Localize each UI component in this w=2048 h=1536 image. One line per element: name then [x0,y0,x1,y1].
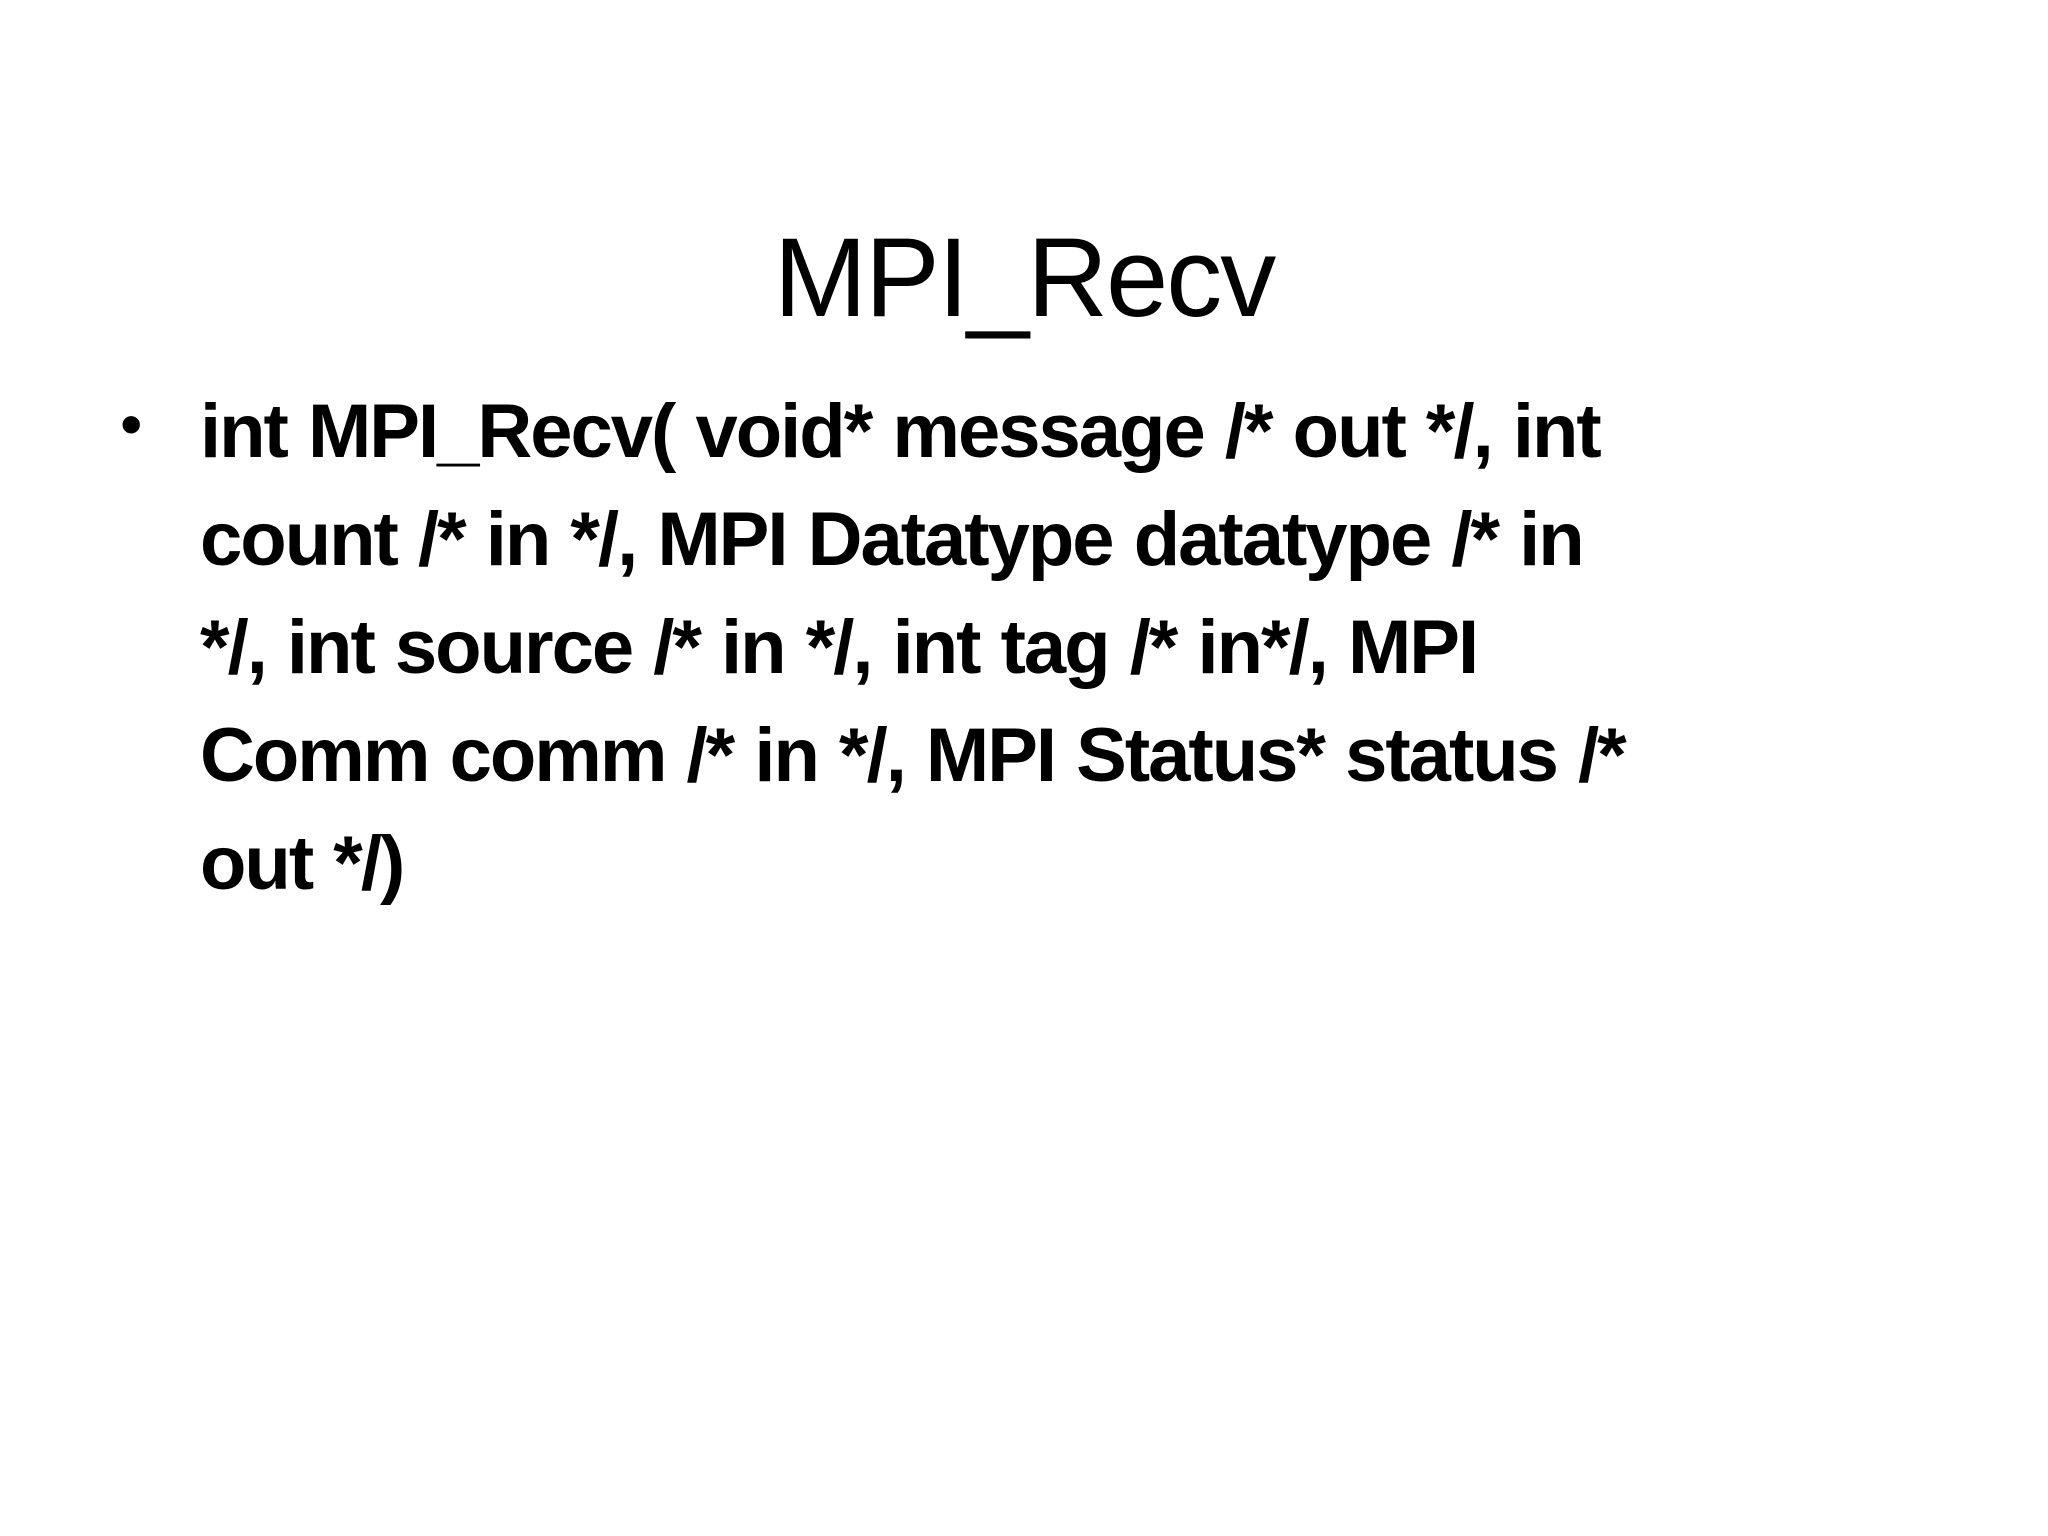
bullet-text-line: count /* in */, MPI Datatype datatype /*… [200,497,1585,582]
bullet-text-line: Comm comm /* in */, MPI Status* status /… [200,713,1627,798]
bullet-text: int MPI_Recv( void* message /* out */, i… [200,378,1627,918]
bullet-text-line: out */) [200,821,405,906]
bullet-text-line: int MPI_Recv( void* message /* out */, i… [200,389,1602,474]
slide-title: MPI_Recv [773,215,1277,341]
bullet-text-line: */, int source /* in */, int tag /* in*/… [200,605,1479,690]
bullet-marker-icon: • [120,388,143,460]
